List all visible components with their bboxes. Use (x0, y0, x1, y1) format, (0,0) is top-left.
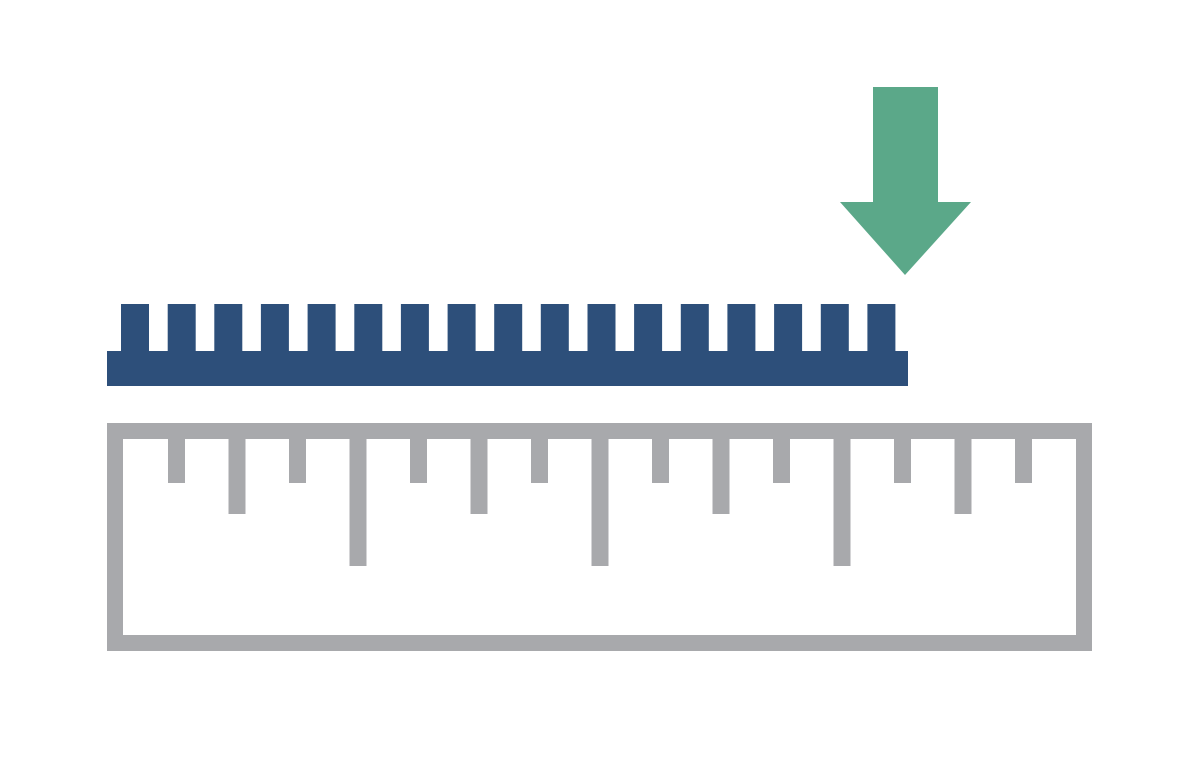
comb-tooth (774, 304, 803, 354)
comb-tooth (540, 304, 569, 354)
comb-tooth (587, 304, 616, 354)
comb-tooth (167, 304, 196, 354)
comb-tooth (260, 304, 289, 354)
ruler-tick (773, 437, 790, 483)
comb-tooth (634, 304, 663, 354)
ruler-tick (652, 437, 669, 483)
ruler-tick (410, 437, 427, 483)
comb-tooth (727, 304, 756, 354)
comb-tooth (867, 304, 896, 354)
comb-tooth (680, 304, 709, 354)
comb-tooth (447, 304, 476, 354)
ruler-tick (470, 437, 488, 514)
ruler-tick (894, 437, 911, 483)
ruler-tick (712, 437, 730, 514)
ruler-tick (349, 437, 367, 566)
ruler-tick (591, 437, 609, 566)
down-arrow-icon (840, 87, 971, 275)
ruler-tick (228, 437, 246, 514)
comb-icon (107, 304, 908, 386)
comb-tooth (400, 304, 429, 354)
ruler-tick (833, 437, 851, 566)
comb-tooth (214, 304, 243, 354)
comb-tooth (820, 304, 849, 354)
ruler-tick (168, 437, 185, 483)
arrow-shape (840, 87, 971, 275)
comb-tooth (307, 304, 336, 354)
comb-tooth (354, 304, 383, 354)
comb-tooth (121, 304, 149, 354)
ruler-tick (531, 437, 548, 483)
comb-tooth (494, 304, 523, 354)
ruler-tick (289, 437, 306, 483)
ruler-tick (954, 437, 972, 514)
ruler-tick (1015, 437, 1032, 483)
ruler-icon (107, 423, 1092, 651)
ruler-frame (107, 423, 1092, 651)
comb-base (107, 351, 908, 386)
